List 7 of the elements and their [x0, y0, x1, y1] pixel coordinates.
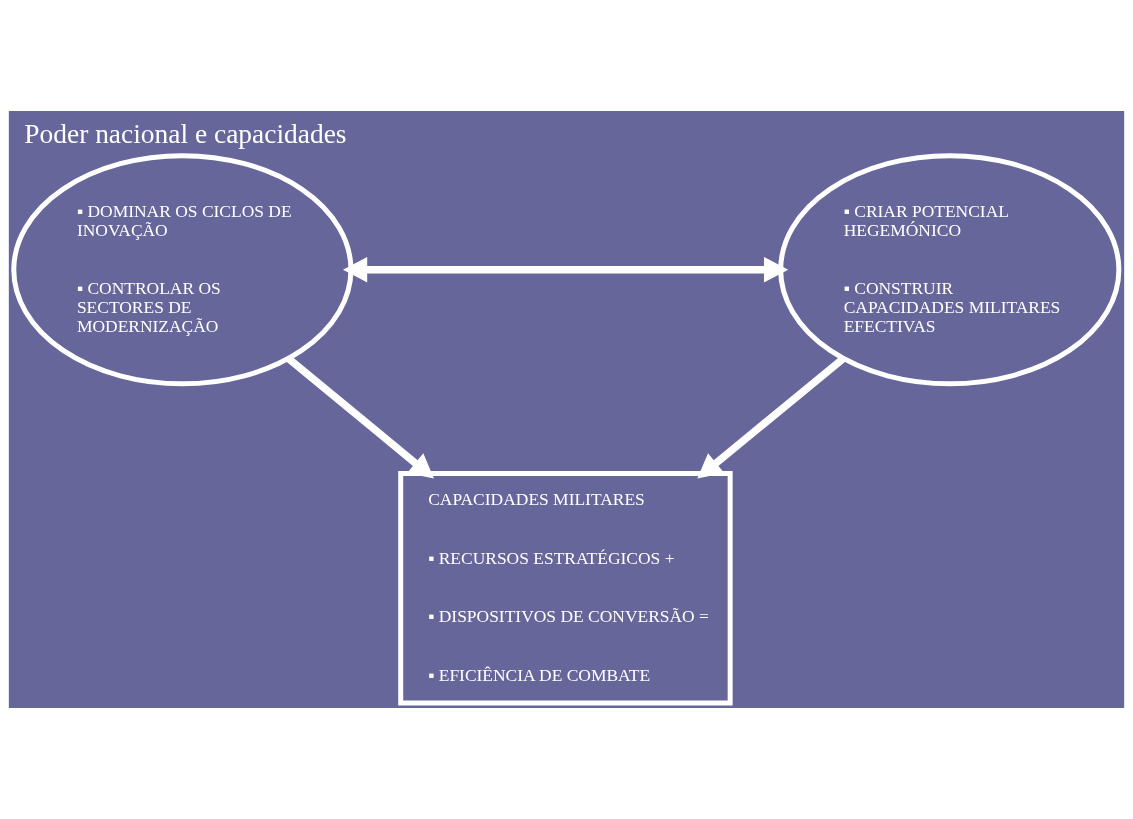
diagram-title: Poder nacional e capacidades: [24, 118, 347, 149]
arrow: [342, 257, 789, 283]
arrow: [286, 355, 434, 479]
node-box: CAPACIDADES MILITARES ▪ RECURSOS ESTRATÉGICOS + ▪ DISPOSITIVOS DE CONVERSÃO = ▪ EFICIÊNCIA DE COMBATE: [398, 470, 733, 706]
node-ellipse: ▪ DOMINAR OS CICLOS DE INOVAÇÃO ▪ CONTROLAR OS SECTORES DE MODERNIZAÇÃO: [11, 153, 354, 387]
arrow: [697, 355, 846, 479]
node-ellipse: ▪ CRIAR POTENCIAL HEGEMÓNICO ▪ CONSTRUIR CAPACIDADES MILITARES EFECTIVAS: [778, 153, 1122, 387]
